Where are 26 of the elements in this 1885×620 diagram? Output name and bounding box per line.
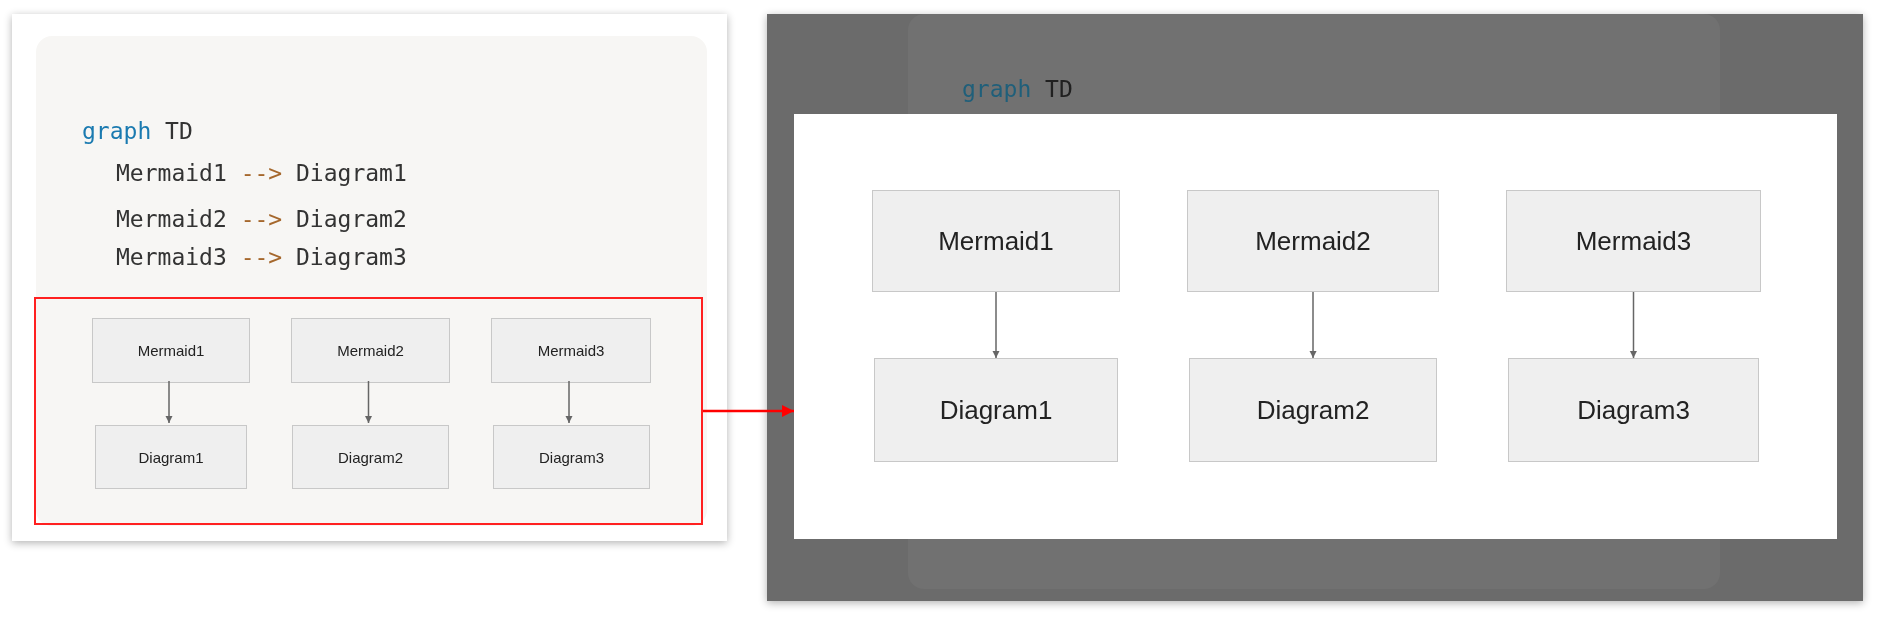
highlight-frame — [34, 297, 703, 525]
arrow — [565, 380, 573, 424]
code-line: graph TD — [82, 118, 193, 144]
arrow — [1309, 291, 1317, 359]
arrow — [703, 404, 794, 418]
process-box: Diagram1 — [874, 358, 1118, 462]
arrow — [1629, 291, 1638, 359]
process-box: Diagram1 — [95, 425, 247, 489]
code-line: Mermaid3 --> Diagram3 — [116, 244, 407, 270]
process-box: Mermaid1 — [92, 318, 250, 383]
process-box: Diagram3 — [493, 425, 650, 489]
arrow — [992, 291, 1000, 359]
process-box: Mermaid1 — [872, 190, 1120, 292]
code-line: Mermaid2 --> Diagram2 — [116, 206, 407, 232]
arrow — [364, 380, 373, 424]
process-box: Diagram2 — [1189, 358, 1437, 462]
process-box: Mermaid3 — [491, 318, 651, 383]
arrow — [165, 380, 173, 424]
process-box: Diagram3 — [1508, 358, 1759, 462]
preview-panel — [794, 114, 1837, 539]
code-line: graph TD — [962, 76, 1073, 102]
process-box: Diagram2 — [292, 425, 449, 489]
code-line: Mermaid1 --> Diagram1 — [116, 160, 407, 186]
process-box: Mermaid3 — [1506, 190, 1761, 292]
process-box: Mermaid2 — [1187, 190, 1439, 292]
process-box: Mermaid2 — [291, 318, 450, 383]
